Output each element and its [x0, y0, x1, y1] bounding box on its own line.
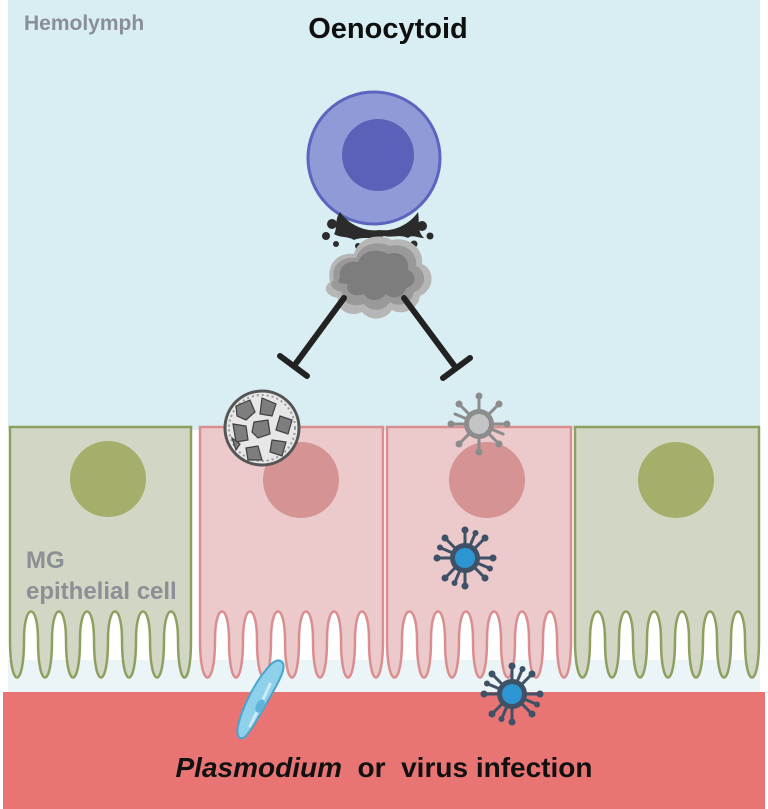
virus-icon [479, 661, 545, 727]
infection-text: virus infection [401, 752, 593, 783]
melanin-burst [322, 212, 434, 253]
hemolymph-label: Hemolymph [24, 12, 145, 35]
nucleus [70, 441, 146, 517]
epithelial-label-line-1: MG [26, 547, 65, 574]
blood-meal-band [3, 692, 765, 809]
epithelial-cell-icon [8, 425, 193, 679]
inhibition-arrow-icon [401, 295, 473, 381]
melanized-parasite-icon [223, 389, 301, 467]
lumen-gap [8, 660, 760, 695]
plasmodium-ookinete-icon [236, 659, 285, 740]
infected-epithelial-cell [385, 425, 573, 679]
inhibition-arrow-icon [277, 295, 347, 379]
virus-icon [432, 525, 498, 591]
oenocytoid-cell-icon [306, 90, 442, 226]
epithelial-label-line-2: epithelial cell [26, 578, 177, 605]
infected-epithelial-cell [198, 425, 385, 679]
nucleus [449, 442, 525, 518]
pathogen-name: Plasmodium [175, 752, 342, 783]
nucleus [263, 442, 339, 518]
connector-word: or [357, 752, 386, 783]
virus-icon [446, 391, 512, 457]
oenocytoid-label: Oenocytoid [308, 13, 468, 45]
epithelial-cell-label: MG epithelial cell [26, 545, 177, 607]
infection-label: Plasmodium or virus infection [0, 752, 768, 784]
nucleus [638, 442, 714, 518]
epithelial-cell-icon [573, 425, 761, 679]
